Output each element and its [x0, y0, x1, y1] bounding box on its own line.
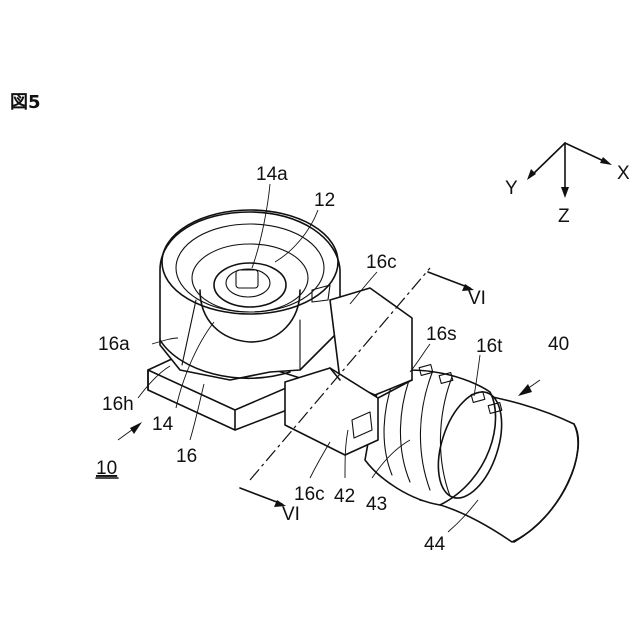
label-16: 16 [176, 446, 197, 467]
label-16t: 16t [476, 336, 503, 357]
axis-triad: X Y Z [505, 143, 630, 227]
arrow-10 [130, 422, 142, 434]
label-43: 43 [366, 494, 387, 515]
label-10: 10 [96, 458, 117, 479]
label-44: 44 [424, 534, 446, 555]
arrow-40 [518, 384, 532, 396]
label-16a: 16a [98, 334, 130, 355]
label-42: 42 [334, 486, 355, 507]
section-label-bottom: VI [282, 504, 300, 525]
label-40: 40 [548, 334, 569, 355]
section-label-top: VI [468, 288, 486, 309]
label-14a: 14a [256, 164, 288, 185]
label-16c-top: 16c [366, 252, 397, 273]
axis-x-label: X [617, 163, 630, 184]
label-16s: 16s [426, 324, 457, 345]
axis-y-label: Y [505, 178, 518, 199]
housing-16 [160, 210, 340, 380]
label-16h: 16h [102, 394, 134, 415]
figure-title: 図5 [10, 92, 41, 113]
label-14: 14 [152, 414, 174, 435]
axis-z-label: Z [558, 206, 570, 227]
label-12: 12 [314, 190, 335, 211]
label-16c-bottom: 16c [294, 484, 325, 505]
